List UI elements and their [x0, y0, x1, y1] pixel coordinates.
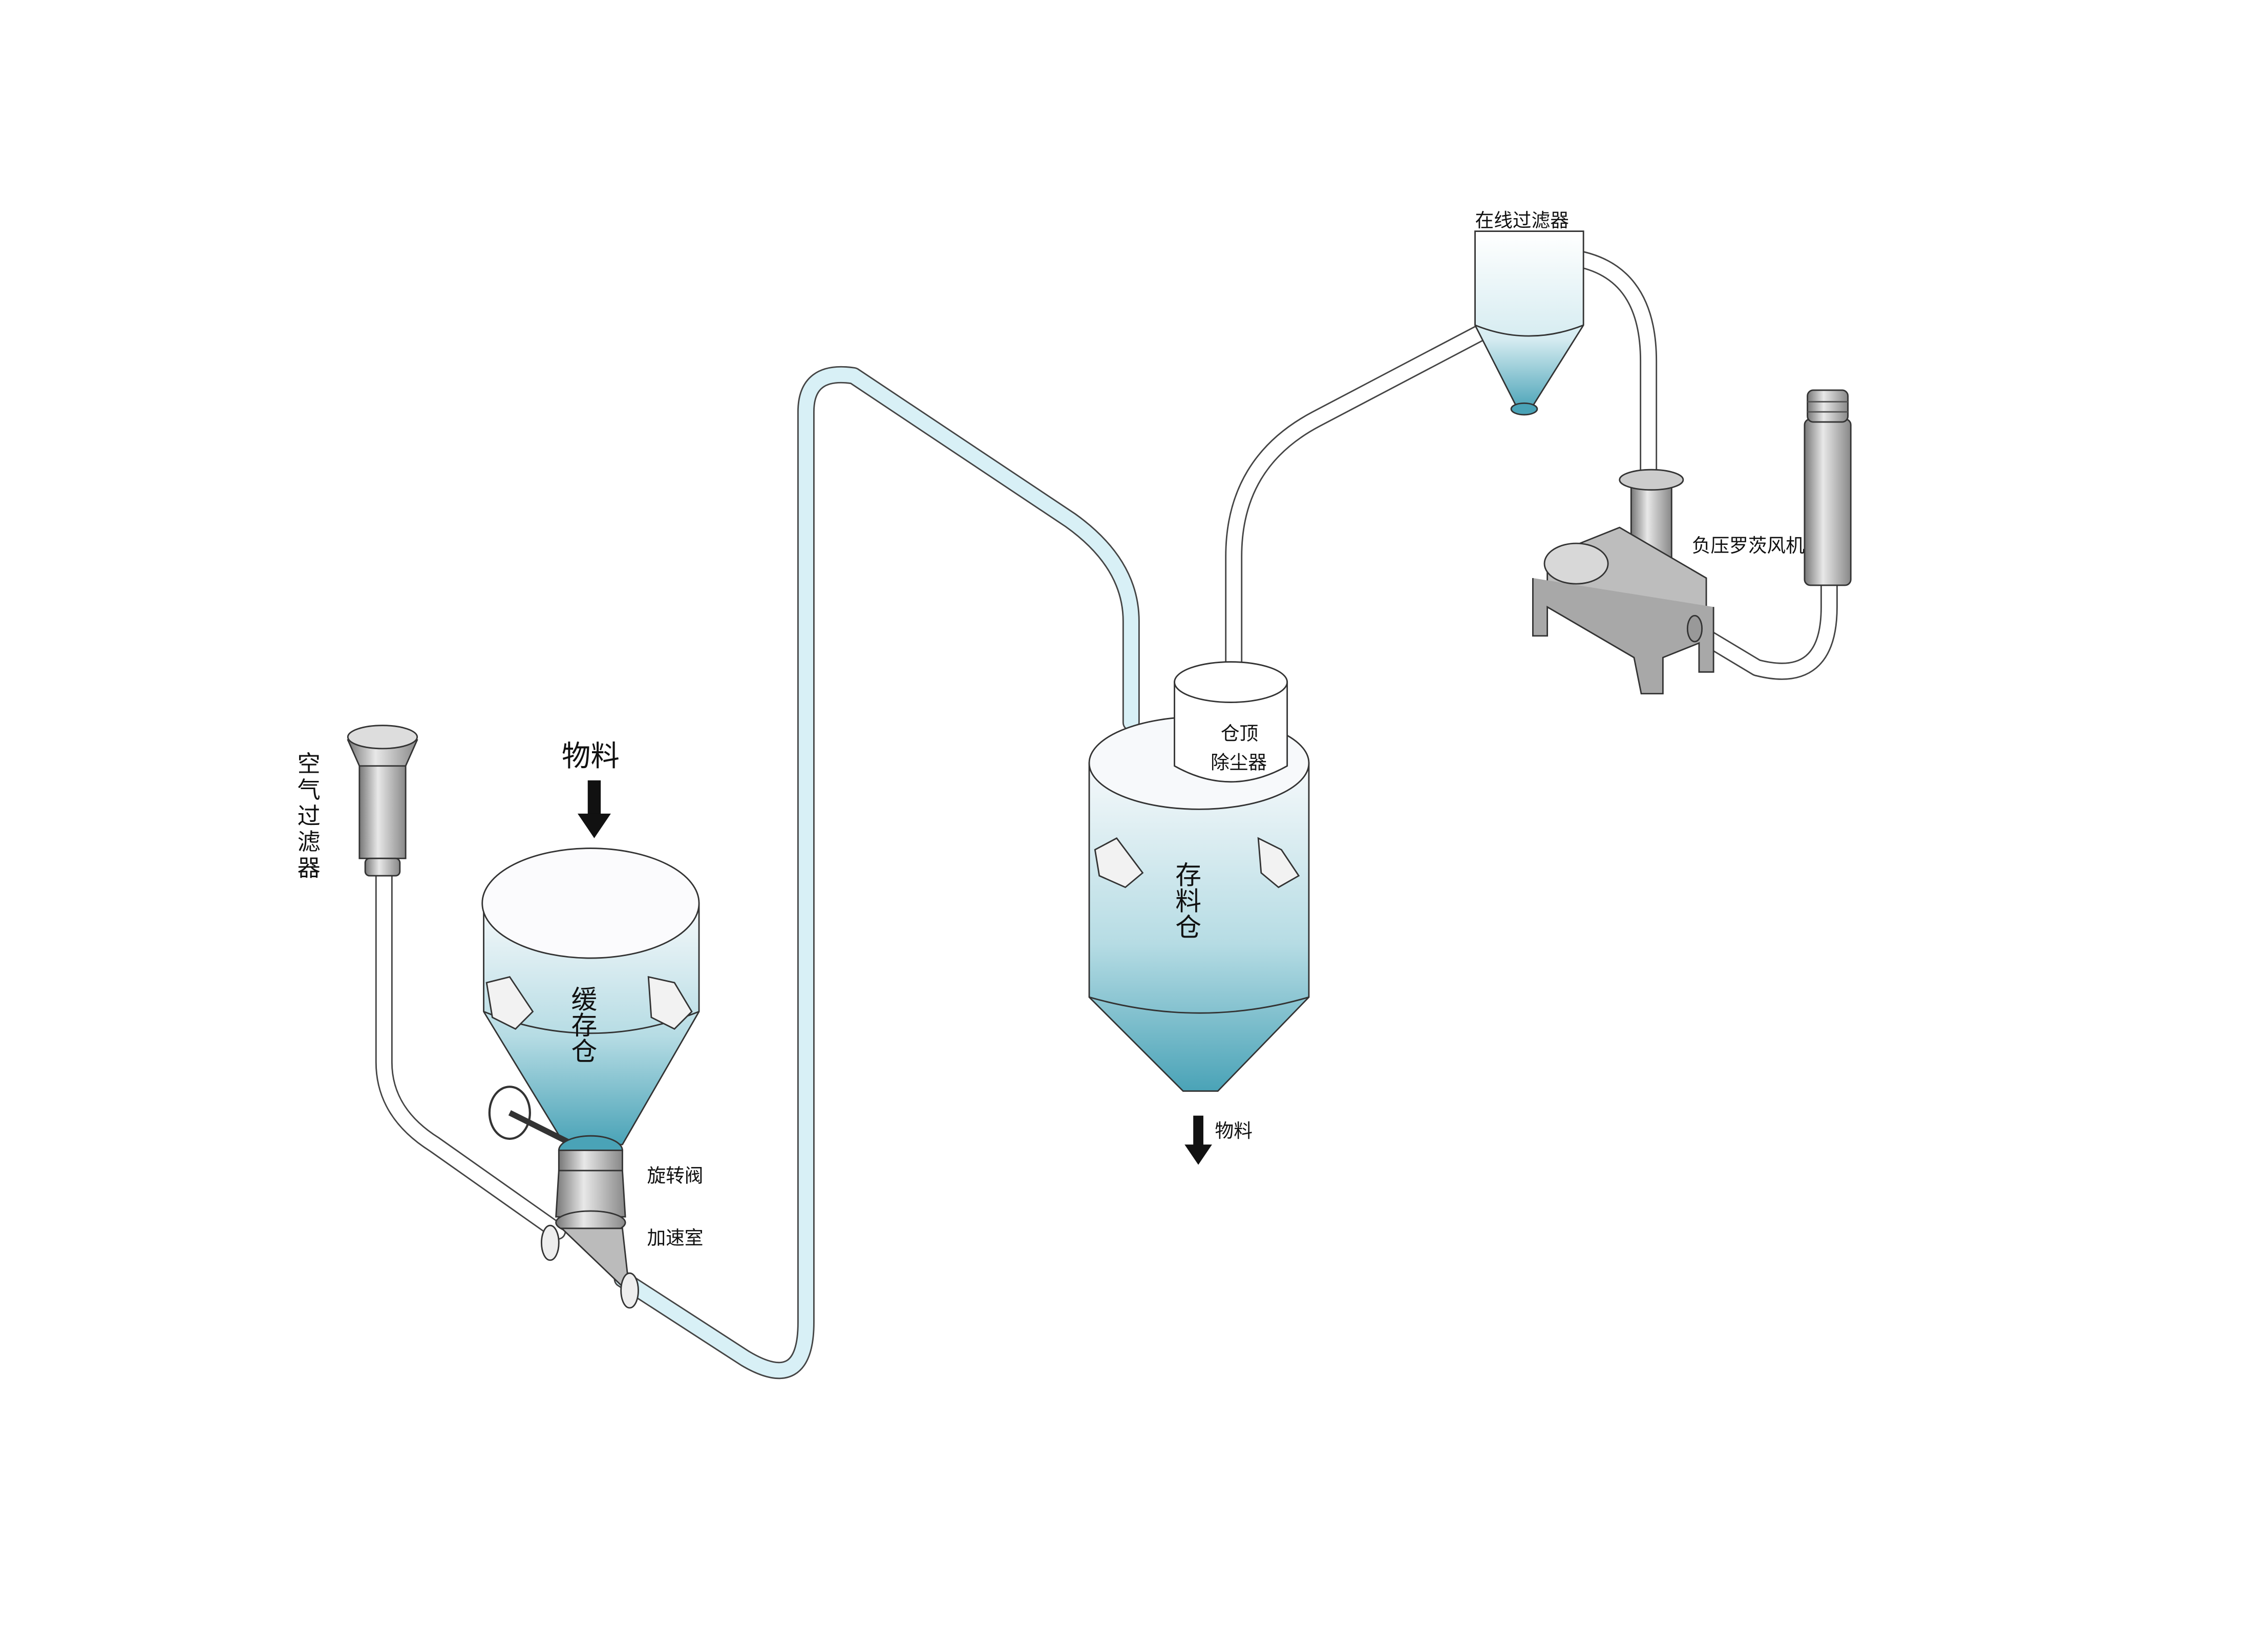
pipe-filter-to-blower	[1560, 248, 1658, 486]
pipe-air-inlet	[375, 858, 566, 1240]
pipe-bin-to-inline-filter	[1225, 321, 1496, 688]
handwheel-icon	[488, 1086, 569, 1144]
label-acceleration-chamber: 加速室	[647, 1227, 703, 1249]
bin-top-dust-collector	[1174, 661, 1288, 783]
label-material-out: 物料	[1215, 1120, 1253, 1142]
silencer	[1804, 389, 1852, 586]
pipe-main-conveying	[613, 366, 1140, 1380]
arrow-down-icon	[577, 780, 611, 838]
label-bin-top-collector-1: 仓顶	[1221, 723, 1258, 745]
label-storage-bin: 存料仓	[1171, 861, 1201, 939]
label-air-filter: 空气过滤器	[294, 752, 321, 882]
buffer-bin	[481, 847, 700, 1146]
inline-filter	[1474, 230, 1584, 416]
acceleration-chamber	[541, 1210, 639, 1309]
pipe-blower-to-silencer	[1690, 577, 1838, 680]
air-filter	[347, 725, 418, 877]
label-buffer-bin: 缓存仓	[567, 986, 597, 1064]
label-material-in: 物料	[562, 740, 620, 773]
label-inline-filter: 在线过滤器	[1475, 209, 1569, 231]
roots-blower	[1532, 469, 1714, 695]
label-rotary-valve: 旋转阀	[647, 1164, 703, 1186]
arrow-down-icon	[1184, 1115, 1212, 1165]
label-bin-top-collector-2: 除尘器	[1211, 751, 1267, 773]
label-roots-blower: 负压罗茨风机	[1692, 535, 1805, 557]
rotary-valve	[555, 1135, 626, 1218]
